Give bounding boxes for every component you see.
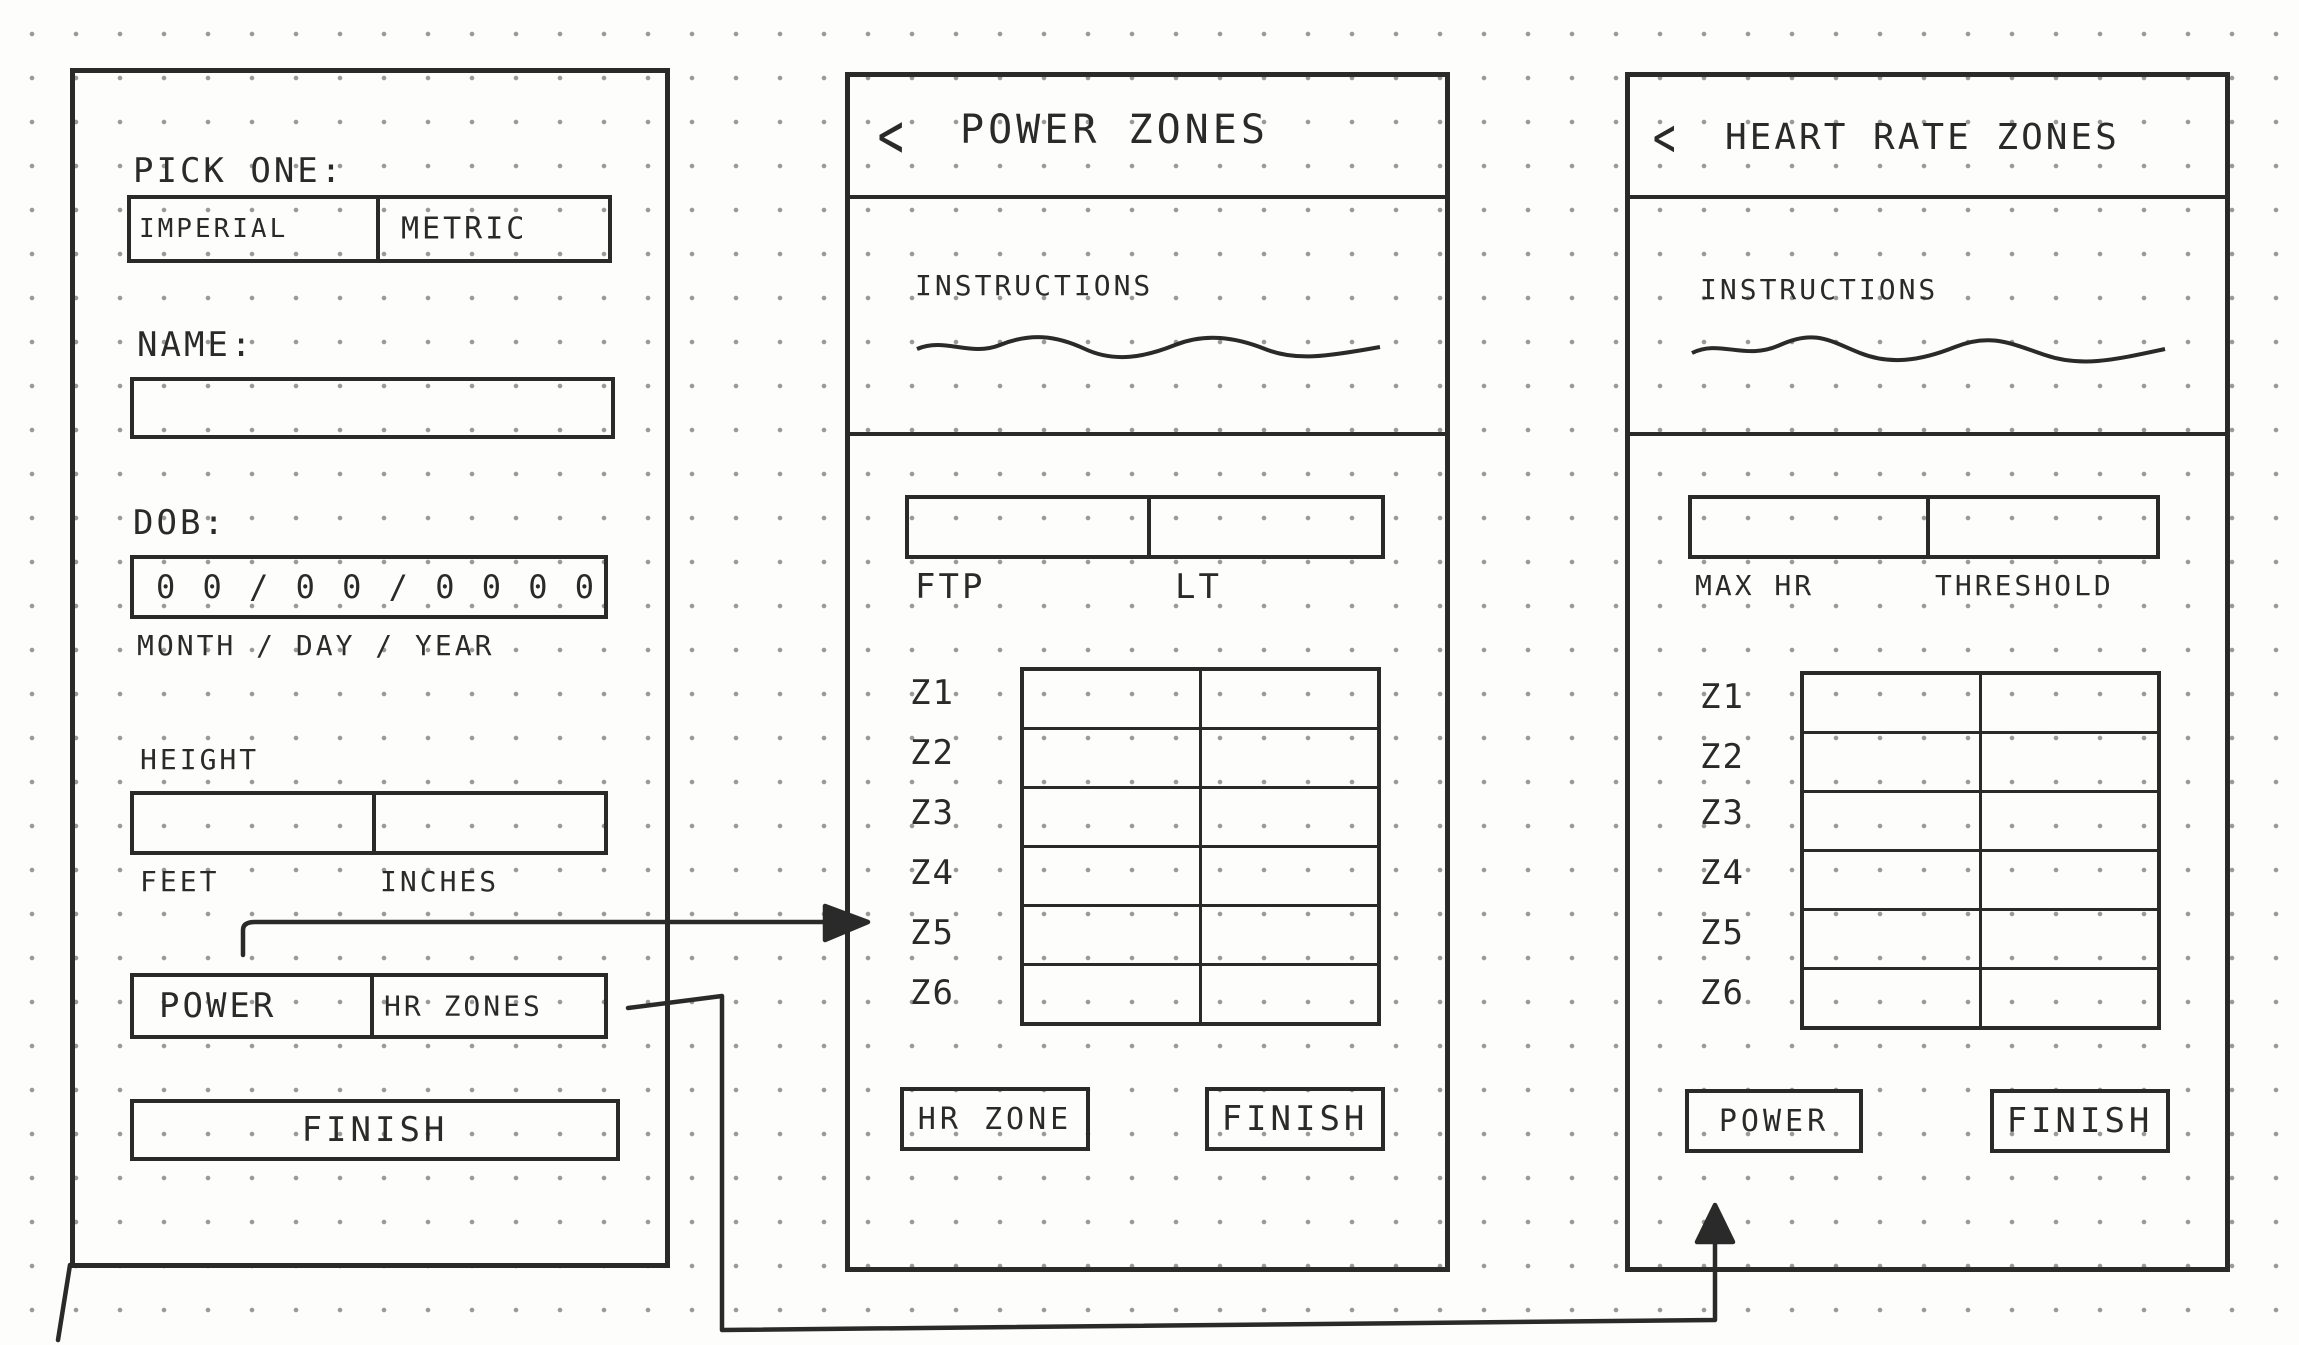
pick-one-label: PICK ONE: [133, 151, 345, 191]
zone-max-cell[interactable] [1979, 790, 2161, 852]
hr-zones-table [1800, 671, 2161, 1030]
zone-min-cell[interactable] [1020, 904, 1202, 966]
table-row [1800, 731, 2161, 793]
imperial-option[interactable]: IMPERIAL [139, 214, 289, 244]
table-row [1800, 908, 2161, 970]
zone-max-cell[interactable] [1199, 727, 1381, 789]
zone-label: Z1 [1700, 677, 1745, 717]
instructions-squiggle-icon [1691, 335, 2166, 364]
dob-label: DOB: [133, 503, 227, 543]
lt-label: LT [1175, 567, 1222, 607]
table-row [1020, 667, 1381, 730]
zone-label: Z2 [1700, 737, 1745, 777]
table-row [1020, 845, 1381, 907]
lt-input[interactable] [1147, 495, 1385, 559]
feet-label: FEET [140, 865, 220, 898]
table-row [1800, 790, 2161, 852]
ftp-lt-inputs [905, 495, 1385, 559]
table-row [1800, 849, 2161, 911]
height-input [130, 791, 608, 855]
name-input[interactable] [130, 377, 615, 439]
zone-max-cell[interactable] [1199, 786, 1381, 848]
finish-button[interactable]: FINISH [1990, 1089, 2170, 1153]
zone-min-cell[interactable] [1020, 845, 1202, 907]
feet-input[interactable] [130, 791, 371, 855]
table-row [1800, 967, 2161, 1030]
unit-toggle: IMPERIAL METRIC [127, 195, 612, 263]
finish-button[interactable]: FINISH [1205, 1087, 1385, 1151]
zone-label: Z3 [1700, 793, 1745, 833]
max-hr-label: MAX HR [1695, 569, 1815, 602]
zone-label: Z6 [910, 973, 955, 1013]
power-zone-option[interactable]: POWER [159, 986, 277, 1026]
dob-input[interactable]: 0 0 / 0 0 / 0 0 0 0 [130, 555, 608, 619]
dob-format-hint: MONTH / DAY / YEAR [137, 629, 495, 662]
zone-label: Z1 [910, 673, 955, 713]
zone-min-cell[interactable] [1800, 731, 1982, 793]
zone-min-cell[interactable] [1800, 671, 1982, 734]
zone-min-cell[interactable] [1800, 967, 1982, 1030]
zone-min-cell[interactable] [1020, 786, 1202, 848]
instructions-heading: INSTRUCTIONS [1700, 273, 1939, 306]
zone-max-cell[interactable] [1979, 671, 2161, 734]
zone-max-cell[interactable] [1199, 963, 1381, 1026]
zone-min-cell[interactable] [1800, 908, 1982, 970]
instructions-heading: INSTRUCTIONS [915, 269, 1154, 302]
table-row [1020, 727, 1381, 789]
name-label: NAME: [137, 325, 255, 365]
zone-label: Z6 [1700, 973, 1745, 1013]
page-title: POWER ZONES [960, 107, 1269, 153]
max-hr-input[interactable] [1688, 495, 1926, 559]
height-label: HEIGHT [140, 743, 260, 776]
hr-zones-option[interactable]: HR ZONES [384, 989, 543, 1023]
zone-label: Z4 [1700, 853, 1745, 893]
max-hr-threshold-inputs [1688, 495, 2160, 559]
power-button[interactable]: POWER [1685, 1089, 1863, 1153]
instructions-squiggle-icon [916, 335, 1381, 360]
zone-max-cell[interactable] [1199, 904, 1381, 966]
power-zones-table [1020, 667, 1381, 1026]
zone-max-cell[interactable] [1979, 967, 2161, 1030]
threshold-input[interactable] [1926, 495, 2160, 559]
back-arrow-icon[interactable]: < [1652, 106, 1676, 169]
zone-min-cell[interactable] [1020, 963, 1202, 1026]
zone-max-cell[interactable] [1979, 908, 2161, 970]
zone-min-cell[interactable] [1800, 790, 1982, 852]
ftp-label: FTP [915, 567, 986, 607]
heart-rate-zones-screen: < HEART RATE ZONES INSTRUCTIONS MAX HR T… [1625, 72, 2230, 1272]
zone-toggle: POWER HR ZONES [130, 973, 608, 1039]
table-row [1800, 671, 2161, 734]
zone-max-cell[interactable] [1979, 849, 2161, 911]
metric-option[interactable]: METRIC [401, 211, 528, 247]
inches-label: INCHES [380, 865, 500, 898]
back-arrow-icon[interactable]: < [877, 99, 904, 172]
zone-min-cell[interactable] [1020, 667, 1202, 730]
zone-label: Z3 [910, 793, 955, 833]
zone-max-cell[interactable] [1199, 845, 1381, 907]
zone-label: Z5 [910, 913, 955, 953]
inches-input[interactable] [371, 791, 608, 855]
settings-screen: PICK ONE: IMPERIAL METRIC NAME: DOB: 0 0… [70, 68, 670, 1268]
table-row [1020, 786, 1381, 848]
hr-zone-button[interactable]: HR ZONE [900, 1087, 1090, 1151]
table-row [1020, 963, 1381, 1026]
zone-max-cell[interactable] [1199, 667, 1381, 730]
zone-label: Z2 [910, 733, 955, 773]
power-zones-screen: < POWER ZONES INSTRUCTIONS FTP LT Z1 Z2 … [845, 72, 1450, 1272]
dob-placeholder: 0 0 / 0 0 / 0 0 0 0 [156, 568, 599, 606]
page-title: HEART RATE ZONES [1725, 117, 2120, 158]
table-row [1020, 904, 1381, 966]
zone-label: Z5 [1700, 913, 1745, 953]
threshold-label: THRESHOLD [1935, 569, 2114, 602]
zone-min-cell[interactable] [1020, 727, 1202, 789]
ftp-input[interactable] [905, 495, 1147, 559]
zone-label: Z4 [910, 853, 955, 893]
zone-max-cell[interactable] [1979, 731, 2161, 793]
finish-button[interactable]: FINISH [130, 1099, 620, 1161]
zone-min-cell[interactable] [1800, 849, 1982, 911]
